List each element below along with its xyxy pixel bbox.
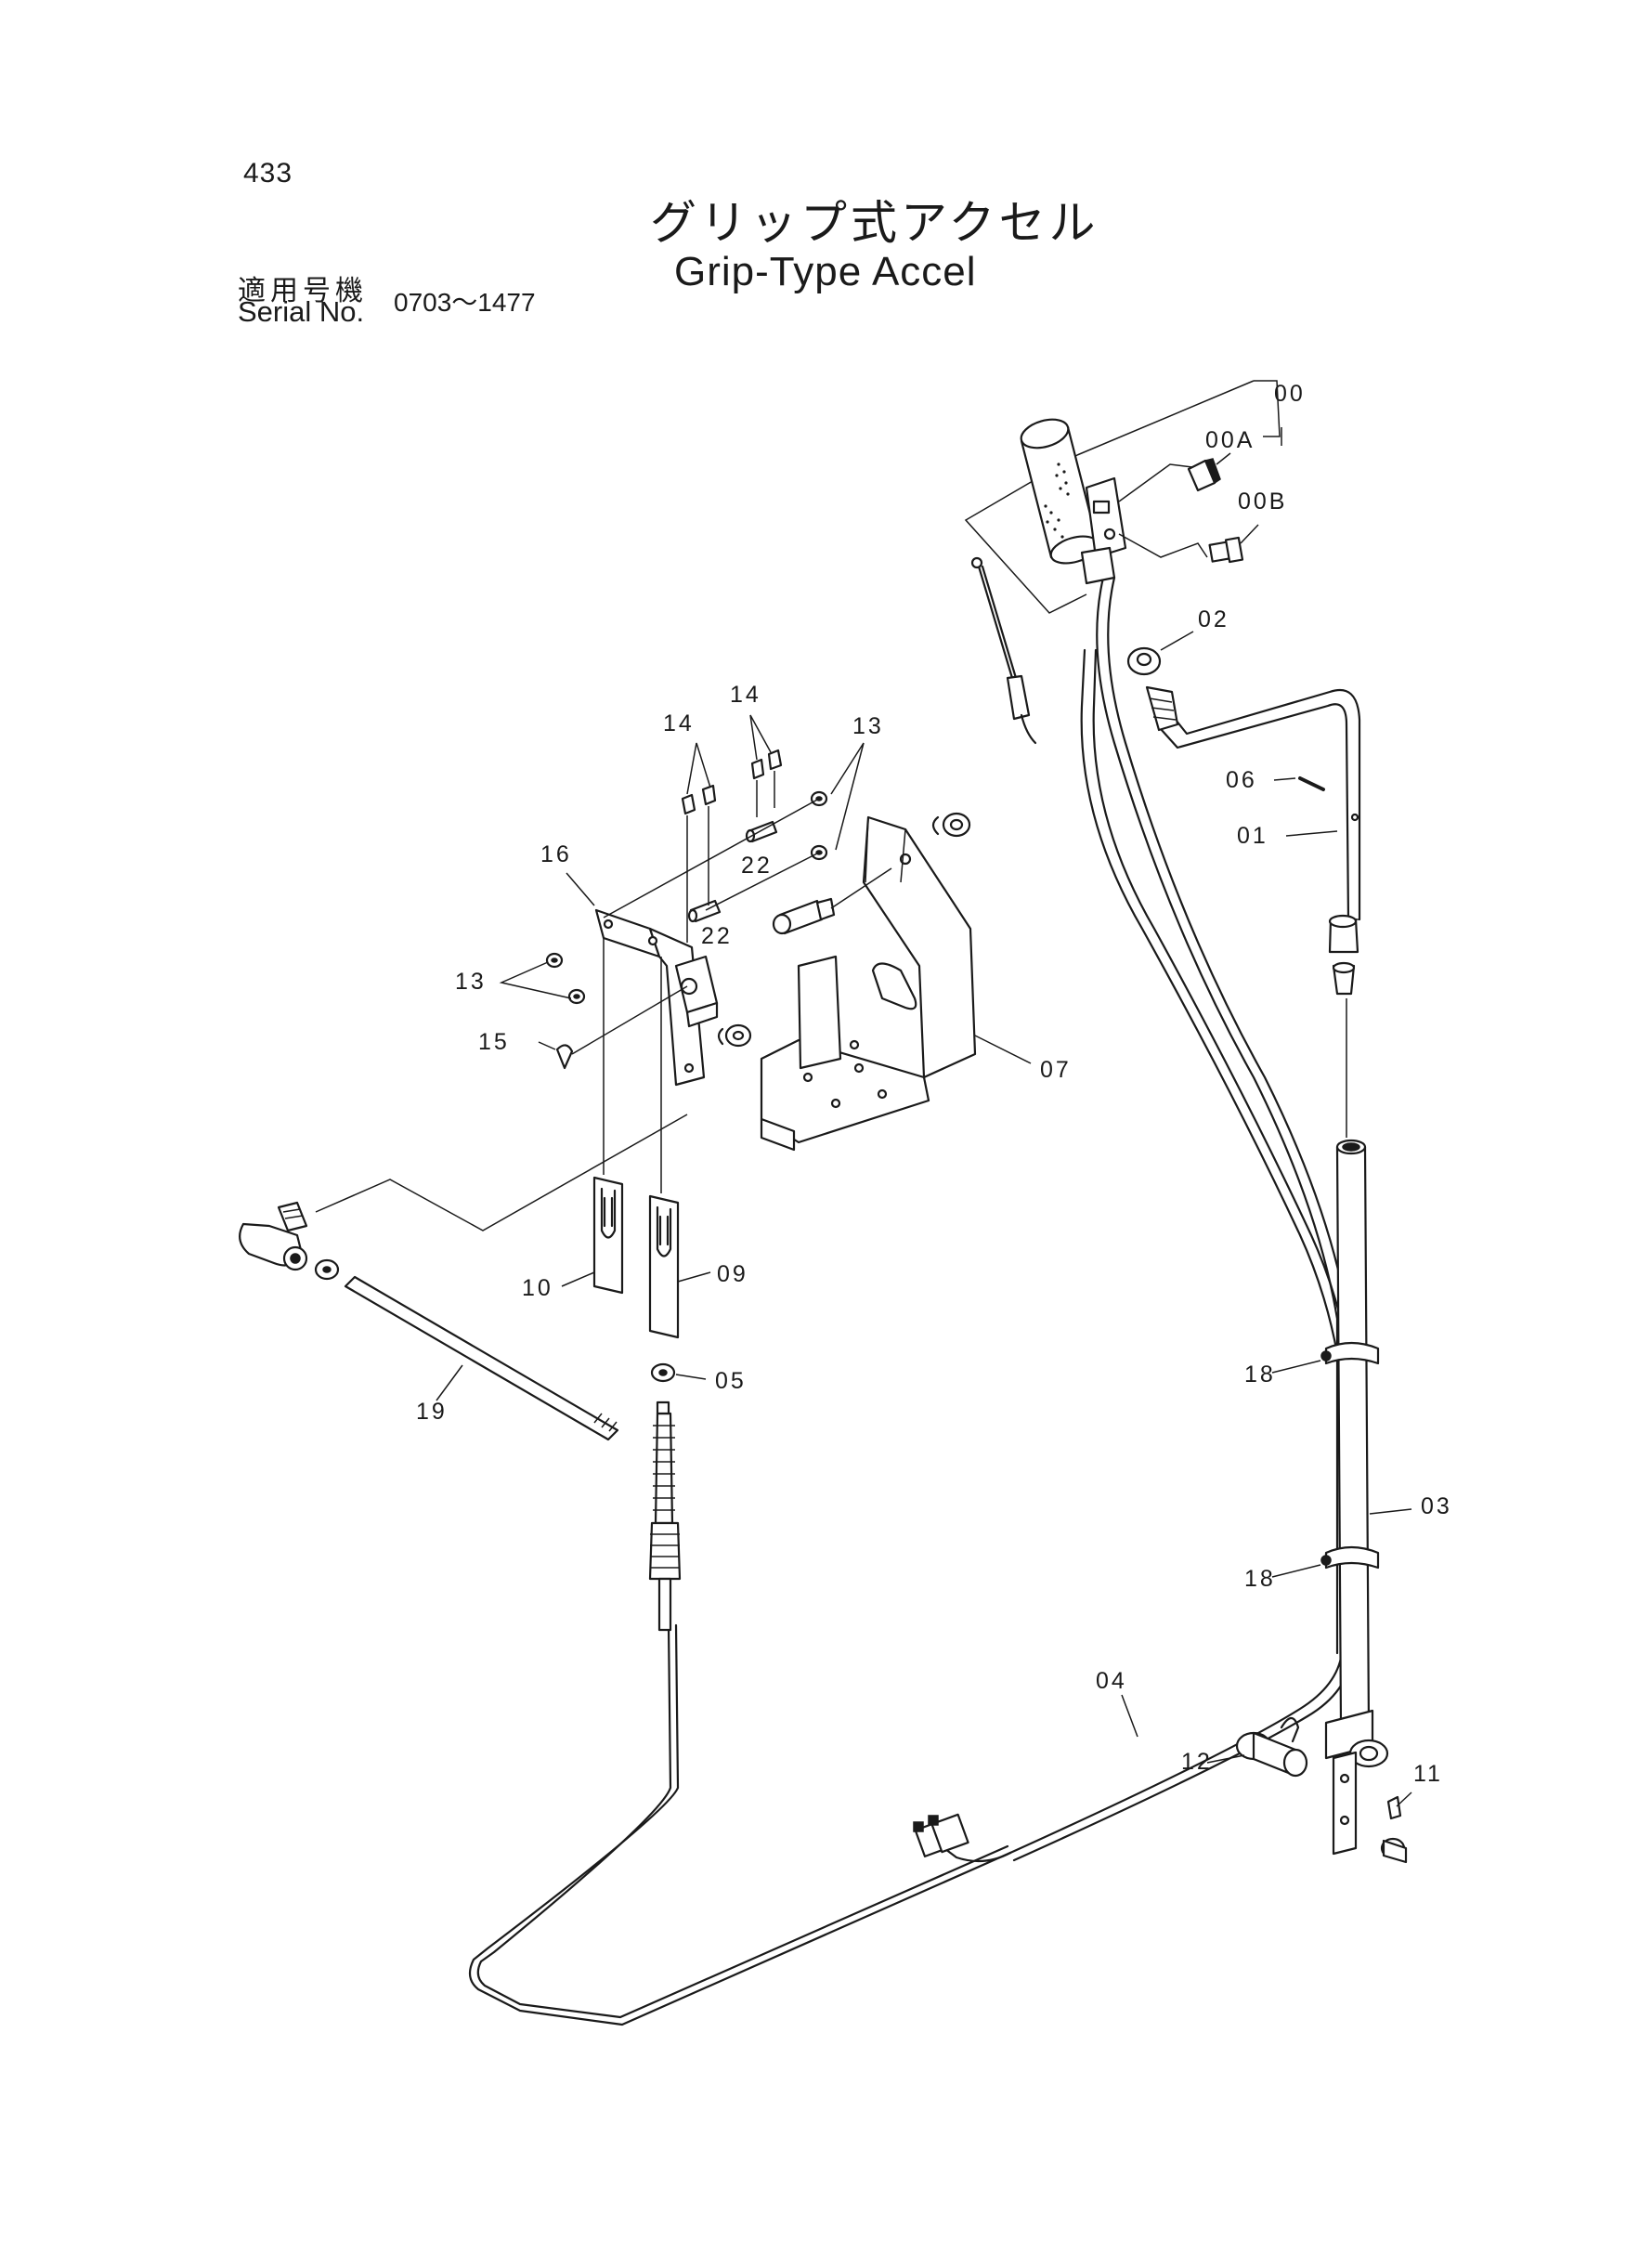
page-number: 433: [243, 158, 293, 189]
callout-15: 15: [478, 1029, 510, 1055]
callout-00: 00: [1274, 381, 1306, 407]
serial-range: 0703～1477: [394, 288, 536, 317]
inner-wire: [970, 556, 1037, 745]
title-english: Grip-Type Accel: [674, 249, 977, 294]
part-13-washers: [499, 742, 865, 1005]
serial-label-english: Serial No.: [238, 295, 365, 328]
cable-assembly-04: [468, 576, 1359, 2026]
part-16-lever: [566, 872, 719, 1087]
part-10-clevis: [561, 1176, 624, 1295]
part-11-cotter: [1380, 1791, 1412, 1864]
tube-bottom-bracket: [1324, 1709, 1389, 1856]
cable-threaded-end: [648, 1401, 682, 1632]
part-03-vertical-tube: [1335, 1139, 1412, 1729]
callout-04: 04: [1096, 1668, 1127, 1694]
serial-label-japanese: 適用号機: [238, 275, 368, 307]
callout-09: 09: [717, 1261, 748, 1287]
part-19-rod: [239, 1201, 619, 1441]
callout-03: 03: [1421, 1493, 1452, 1519]
callout-18-lower: 18: [1244, 1566, 1276, 1592]
callout-22-bottom: 22: [701, 923, 733, 949]
bracket-nuts: [717, 812, 971, 1048]
callout-12: 12: [1181, 1749, 1213, 1775]
pipe-fittings: [1328, 914, 1359, 1138]
part-07-mounting-bracket: [760, 815, 1032, 1152]
callout-01: 01: [1237, 823, 1268, 849]
part-06-pin: [1273, 776, 1325, 791]
callout-14-left: 14: [663, 710, 695, 736]
callout-10: 10: [522, 1275, 553, 1301]
part-01-bent-pipe: [1145, 685, 1361, 921]
callout-00b: 00B: [1238, 489, 1287, 515]
part-18-clamps: [1271, 1341, 1380, 1578]
callout-14-right: 14: [730, 682, 761, 708]
callout-11: 11: [1413, 1761, 1443, 1787]
callout-13-top: 13: [852, 713, 884, 739]
ball-joint-connector: [772, 867, 892, 935]
callout-19: 19: [416, 1399, 448, 1425]
part-02-nut: [1126, 631, 1194, 676]
callout-18-upper: 18: [1244, 1362, 1276, 1388]
callout-07: 07: [1040, 1057, 1072, 1083]
callout-02: 02: [1198, 606, 1229, 632]
callout-00a: 00A: [1205, 427, 1255, 453]
part-00b-screw: [1208, 524, 1259, 564]
title-japanese: グリップ式アクセル: [650, 196, 1099, 250]
callout-16: 16: [540, 841, 572, 867]
callout-13-left: 13: [455, 969, 487, 995]
callout-labels: 00 00A 00B 02 06 01 14 14 13 22 22 16 13…: [416, 381, 1452, 1787]
callout-05: 05: [715, 1368, 747, 1394]
grip-assembly-00: [964, 380, 1282, 614]
part-09-clevis: [648, 1194, 711, 1339]
callout-06: 06: [1226, 767, 1257, 793]
part-12-pin: [1206, 1716, 1308, 1778]
callout-22-top: 22: [741, 853, 773, 879]
lever-leader-lines: [315, 938, 688, 1231]
part-05-nut: [650, 1362, 707, 1383]
part-00a-clip: [1187, 452, 1231, 492]
part-15-cotter: [538, 985, 688, 1070]
part-14-cotter-pins: [681, 714, 783, 943]
